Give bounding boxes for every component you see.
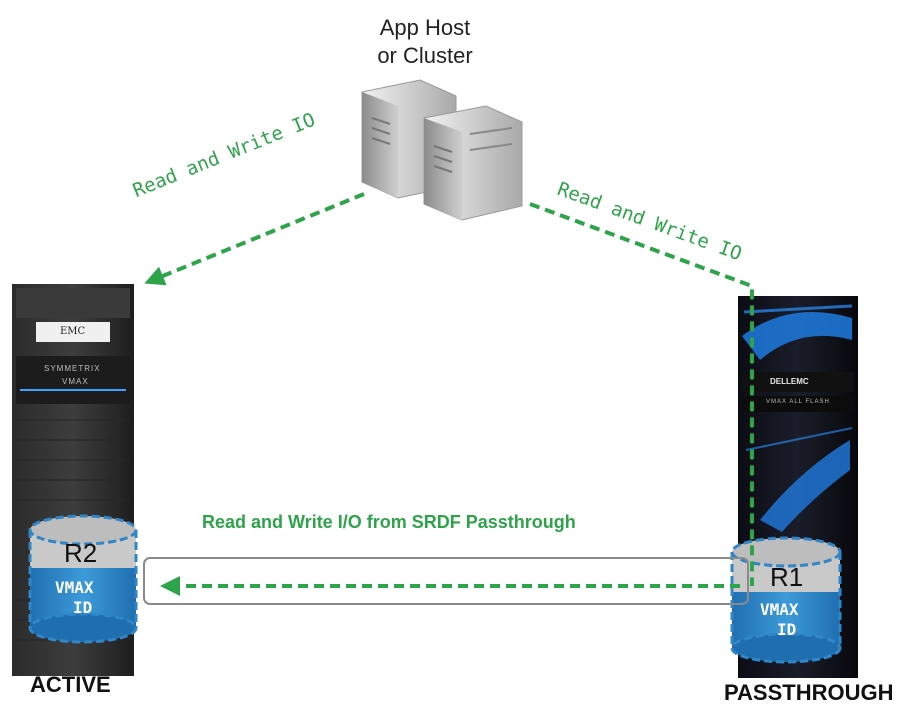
r1-volume-label: R1 (770, 562, 804, 592)
left-array-brand: EMC (60, 326, 86, 337)
r1-volume-id-line1: VMAX (760, 600, 799, 619)
left-array-model-line1: SYMMETRIX (44, 364, 101, 373)
passthrough-caption: PASSTHROUGH (724, 680, 894, 705)
active-caption: ACTIVE (30, 672, 111, 697)
left-io-arrow (144, 192, 365, 286)
r1-volume-id-line2: ID (777, 620, 797, 639)
r2-volume-icon (28, 514, 138, 644)
right-io-path (529, 202, 754, 586)
app-host-title-line2: or Cluster (377, 43, 473, 68)
r2-volume-id-line1: VMAX (55, 578, 94, 597)
passthrough-io-label: Read and Write I/O from SRDF Passthrough (202, 512, 576, 532)
left-array-model-line2: VMAX (62, 377, 89, 386)
r2-volume-id-line2: ID (73, 598, 93, 617)
r2-volume-label: R2 (64, 538, 98, 568)
app-host-title-line1: App Host (379, 15, 471, 40)
right-array-brand: DELLEMC (770, 377, 809, 386)
app-host-title: App Host or Cluster (340, 14, 510, 70)
right-array-model: VMAX ALL FLASH (766, 399, 830, 405)
srdf-link-box (143, 557, 749, 605)
app-host-servers-icon (361, 79, 523, 221)
